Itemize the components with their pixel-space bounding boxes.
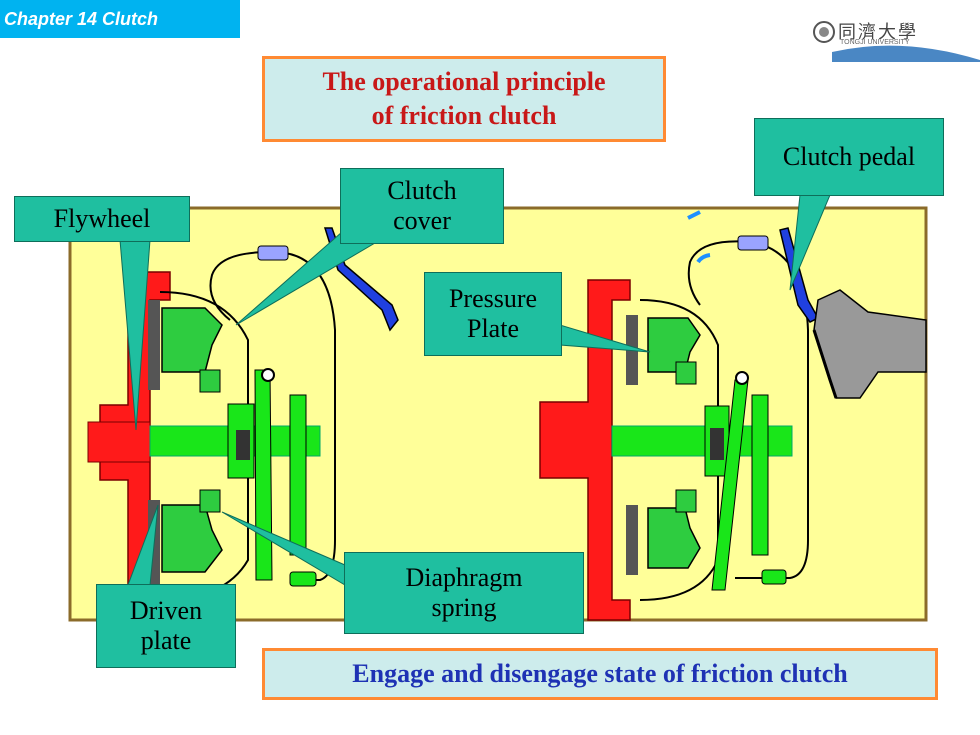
bearing-left (236, 430, 250, 460)
driven-plate-callout: Driven plate (96, 584, 236, 668)
fork-pivot-right (735, 371, 749, 385)
pressure-plate-label-2: Plate (467, 314, 519, 343)
diaphragm-label-2: spring (431, 593, 497, 622)
diaphragm-label-1: Diaphragm (405, 563, 523, 592)
release-fork-left (254, 369, 273, 581)
foot-sole (812, 329, 838, 399)
clutch-cover-callout: Clutch cover (340, 168, 504, 244)
caption-text: Engage and disengage state of friction c… (352, 659, 848, 688)
diaphragm-bottom-right (675, 489, 697, 513)
university-logo: 同濟大學 TONGJI UNIVERSITY (812, 16, 980, 62)
blue-mark-2 (696, 253, 711, 264)
title-line-2: of friction clutch (371, 101, 557, 130)
engaged-clutch (87, 227, 399, 626)
pressure-disc-left (289, 394, 307, 556)
pressure-plate-callout: Pressure Plate (424, 272, 562, 356)
crankshaft-left (87, 421, 151, 463)
pressure-plate-top-right (647, 317, 701, 373)
pressure-plate-top-left (161, 307, 223, 373)
logo-emblem-icon (813, 21, 980, 62)
chapter-banner: Chapter 14 Clutch (0, 0, 240, 38)
title-line-1: The operational principle (322, 67, 606, 96)
flywheel-label: Flywheel (53, 204, 151, 233)
pressure-disc-right (751, 394, 769, 556)
driven-plate-label-2: plate (140, 626, 192, 655)
cable-spring-right (761, 569, 787, 585)
diaphragm-top-right (675, 361, 697, 385)
disengaged-clutch (539, 210, 927, 621)
clutch-pedal-callout: Clutch pedal (754, 118, 944, 196)
diaphragm-top-left (199, 369, 221, 393)
friction-disc-bottom-right (626, 505, 638, 575)
clutch-pedal-label: Clutch pedal (782, 142, 916, 171)
driven-plate-label-1: Driven (129, 596, 203, 625)
flywheel-callout: Flywheel (14, 196, 190, 242)
fork-pivot-left (261, 368, 275, 382)
clutch-cover-label-2: cover (393, 206, 451, 235)
friction-disc-top-left (148, 300, 160, 390)
bearing-right (710, 428, 724, 460)
logo-text: 同濟大學 (838, 22, 918, 43)
cable-link-left (257, 245, 289, 261)
title-box: The operational principle of friction cl… (262, 56, 666, 142)
caption-box: Engage and disengage state of friction c… (262, 648, 938, 700)
diaphragm-spring-callout: Diaphragm spring (344, 552, 584, 634)
blue-mark-1 (687, 210, 701, 220)
cable-spring-left (289, 571, 317, 587)
cable-link-right (737, 235, 769, 251)
clutch-cover-label-1: Clutch (387, 176, 457, 205)
logo-subtext: TONGJI UNIVERSITY (840, 39, 910, 46)
diaphragm-bottom-left (199, 489, 221, 513)
flywheel-right (539, 279, 631, 621)
clutch-cover-right (639, 299, 719, 601)
pressure-plate-label-1: Pressure (448, 284, 538, 313)
